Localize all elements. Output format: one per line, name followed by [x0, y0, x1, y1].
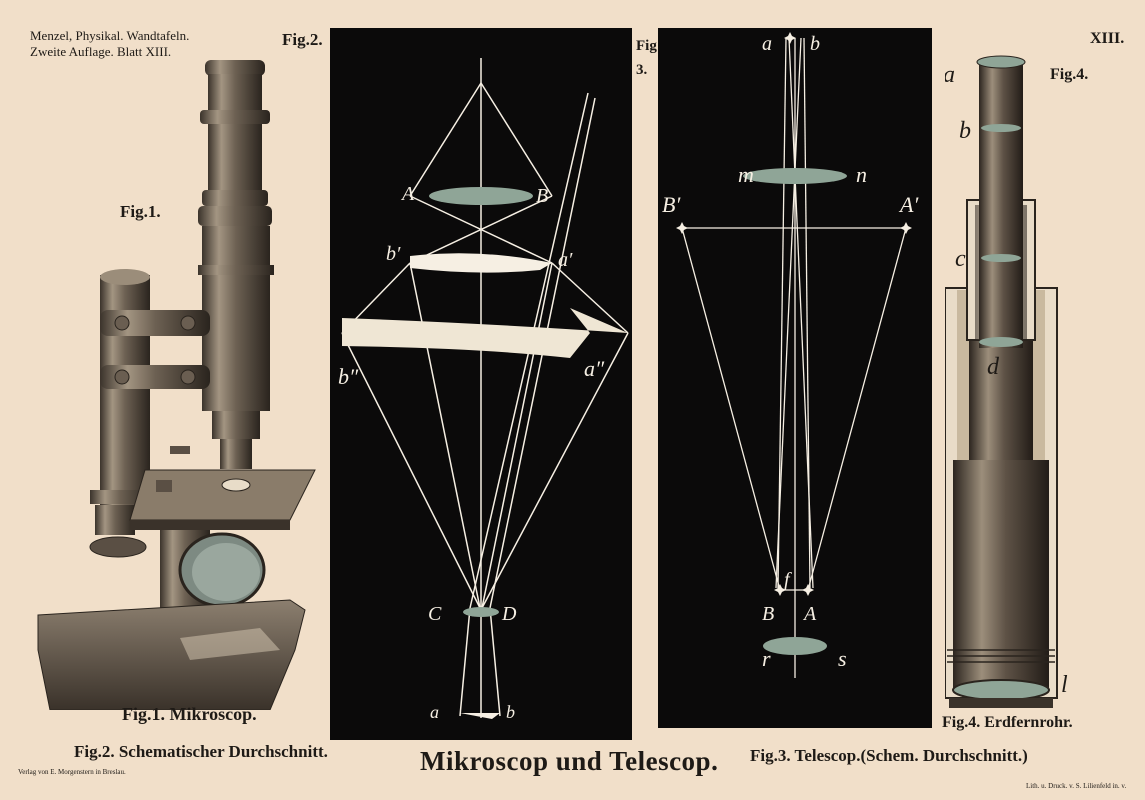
fig2-panel: A B b′ a′ b″ a″ C D a b: [330, 28, 632, 740]
fig3-label-r: r: [762, 646, 771, 671]
fig3-label-B1: B′: [662, 192, 681, 217]
fig4-label-b: b: [959, 118, 971, 144]
fig2-ray-diagram: A B b′ a′ b″ a″ C D a b: [338, 58, 629, 722]
fig3-ray-diagram: a b m n B′ A′ f B A r s: [662, 32, 919, 678]
fig3-label-n: n: [856, 162, 867, 187]
fig2-label-C: C: [428, 603, 442, 625]
fig2-label-D: D: [501, 603, 517, 625]
fig4-label-a: a: [945, 62, 955, 88]
plate-number: XIII.: [1090, 30, 1125, 47]
header-line-2: Zweite Auflage. Blatt XIII.: [30, 44, 172, 59]
fig1-caption: Fig.1. Mikroscop.: [122, 704, 257, 724]
fig3-panel: a b m n B′ A′ f B A r s: [658, 28, 932, 728]
fig2-caption: Fig.2. Schematischer Durchschnitt.: [74, 742, 328, 761]
main-title: Mikroscop und Telescop.: [420, 746, 719, 776]
publisher-imprint: Verlag von E. Morgenstern in Breslau.: [18, 768, 126, 776]
fig3-label-m: m: [738, 162, 754, 187]
fig3-label-f: f: [784, 569, 792, 591]
fig3-caption: Fig.3. Telescop.(Schem. Durchschnitt.): [750, 746, 1028, 765]
fig3-label-B: B: [762, 603, 774, 625]
fig3-label-s: s: [838, 646, 847, 671]
fig2-label-a: a: [430, 702, 439, 722]
fig2-label-b2: b″: [338, 364, 359, 389]
header-publication: Menzel, Physikal. Wandtafeln. Zweite Auf…: [30, 28, 189, 60]
fig3-label-b: b: [810, 33, 820, 55]
fig4-label-c: c: [955, 246, 966, 272]
fig3-label-a: a: [762, 33, 772, 55]
fig3-tag-line-2: 3.: [636, 62, 648, 78]
fig3-tag: Fig 3.: [636, 34, 657, 82]
fig3-label-A1: A′: [898, 192, 919, 217]
fig2-label-a2: a″: [584, 356, 605, 381]
fig3-tag-line-1: Fig: [636, 38, 657, 54]
fig2-tag: Fig.2.: [282, 30, 323, 49]
header-line-1: Menzel, Physikal. Wandtafeln.: [30, 28, 190, 43]
fig4-label-d: d: [987, 354, 1000, 380]
telescope-illustration: a b c d l: [945, 55, 1068, 708]
fig4-caption: Fig.4. Erdfernrohr.: [942, 714, 1073, 731]
fig2-label-B: B: [536, 185, 548, 207]
fig4-tag: Fig.4.: [1050, 66, 1089, 83]
printer-imprint: Lith. u. Druck. v. S. Lilienfeld in. v.: [1026, 782, 1127, 790]
fig3-label-A: A: [802, 603, 817, 625]
fig2-label-A: A: [400, 183, 415, 205]
fig2-label-b: b: [506, 702, 515, 722]
fig2-label-a1: a′: [558, 249, 573, 271]
fig2-label-b1: b′: [386, 243, 401, 265]
fig4-label-l: l: [1061, 672, 1068, 698]
fig1-tag: Fig.1.: [120, 202, 161, 221]
microscope-illustration: [37, 60, 316, 710]
